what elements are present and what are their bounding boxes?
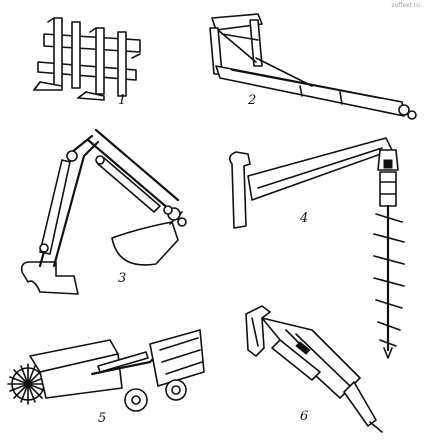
sweeper-drawing	[7, 329, 205, 412]
pallet-fork-drawing	[33, 17, 141, 101]
backhoe-drawing	[20, 128, 187, 295]
label-6: 6	[300, 409, 308, 424]
watermark: zoffext.ru	[391, 2, 420, 9]
label-2: 2	[247, 93, 256, 108]
label-5: 5	[98, 411, 106, 426]
hammer-drawing	[245, 305, 383, 433]
label-4: 4	[299, 211, 308, 226]
boom-drawing	[209, 13, 417, 120]
auger-drawing	[228, 137, 405, 359]
label-1: 1	[118, 93, 126, 108]
label-3: 3	[118, 271, 126, 286]
brush-bristles	[7, 363, 49, 405]
